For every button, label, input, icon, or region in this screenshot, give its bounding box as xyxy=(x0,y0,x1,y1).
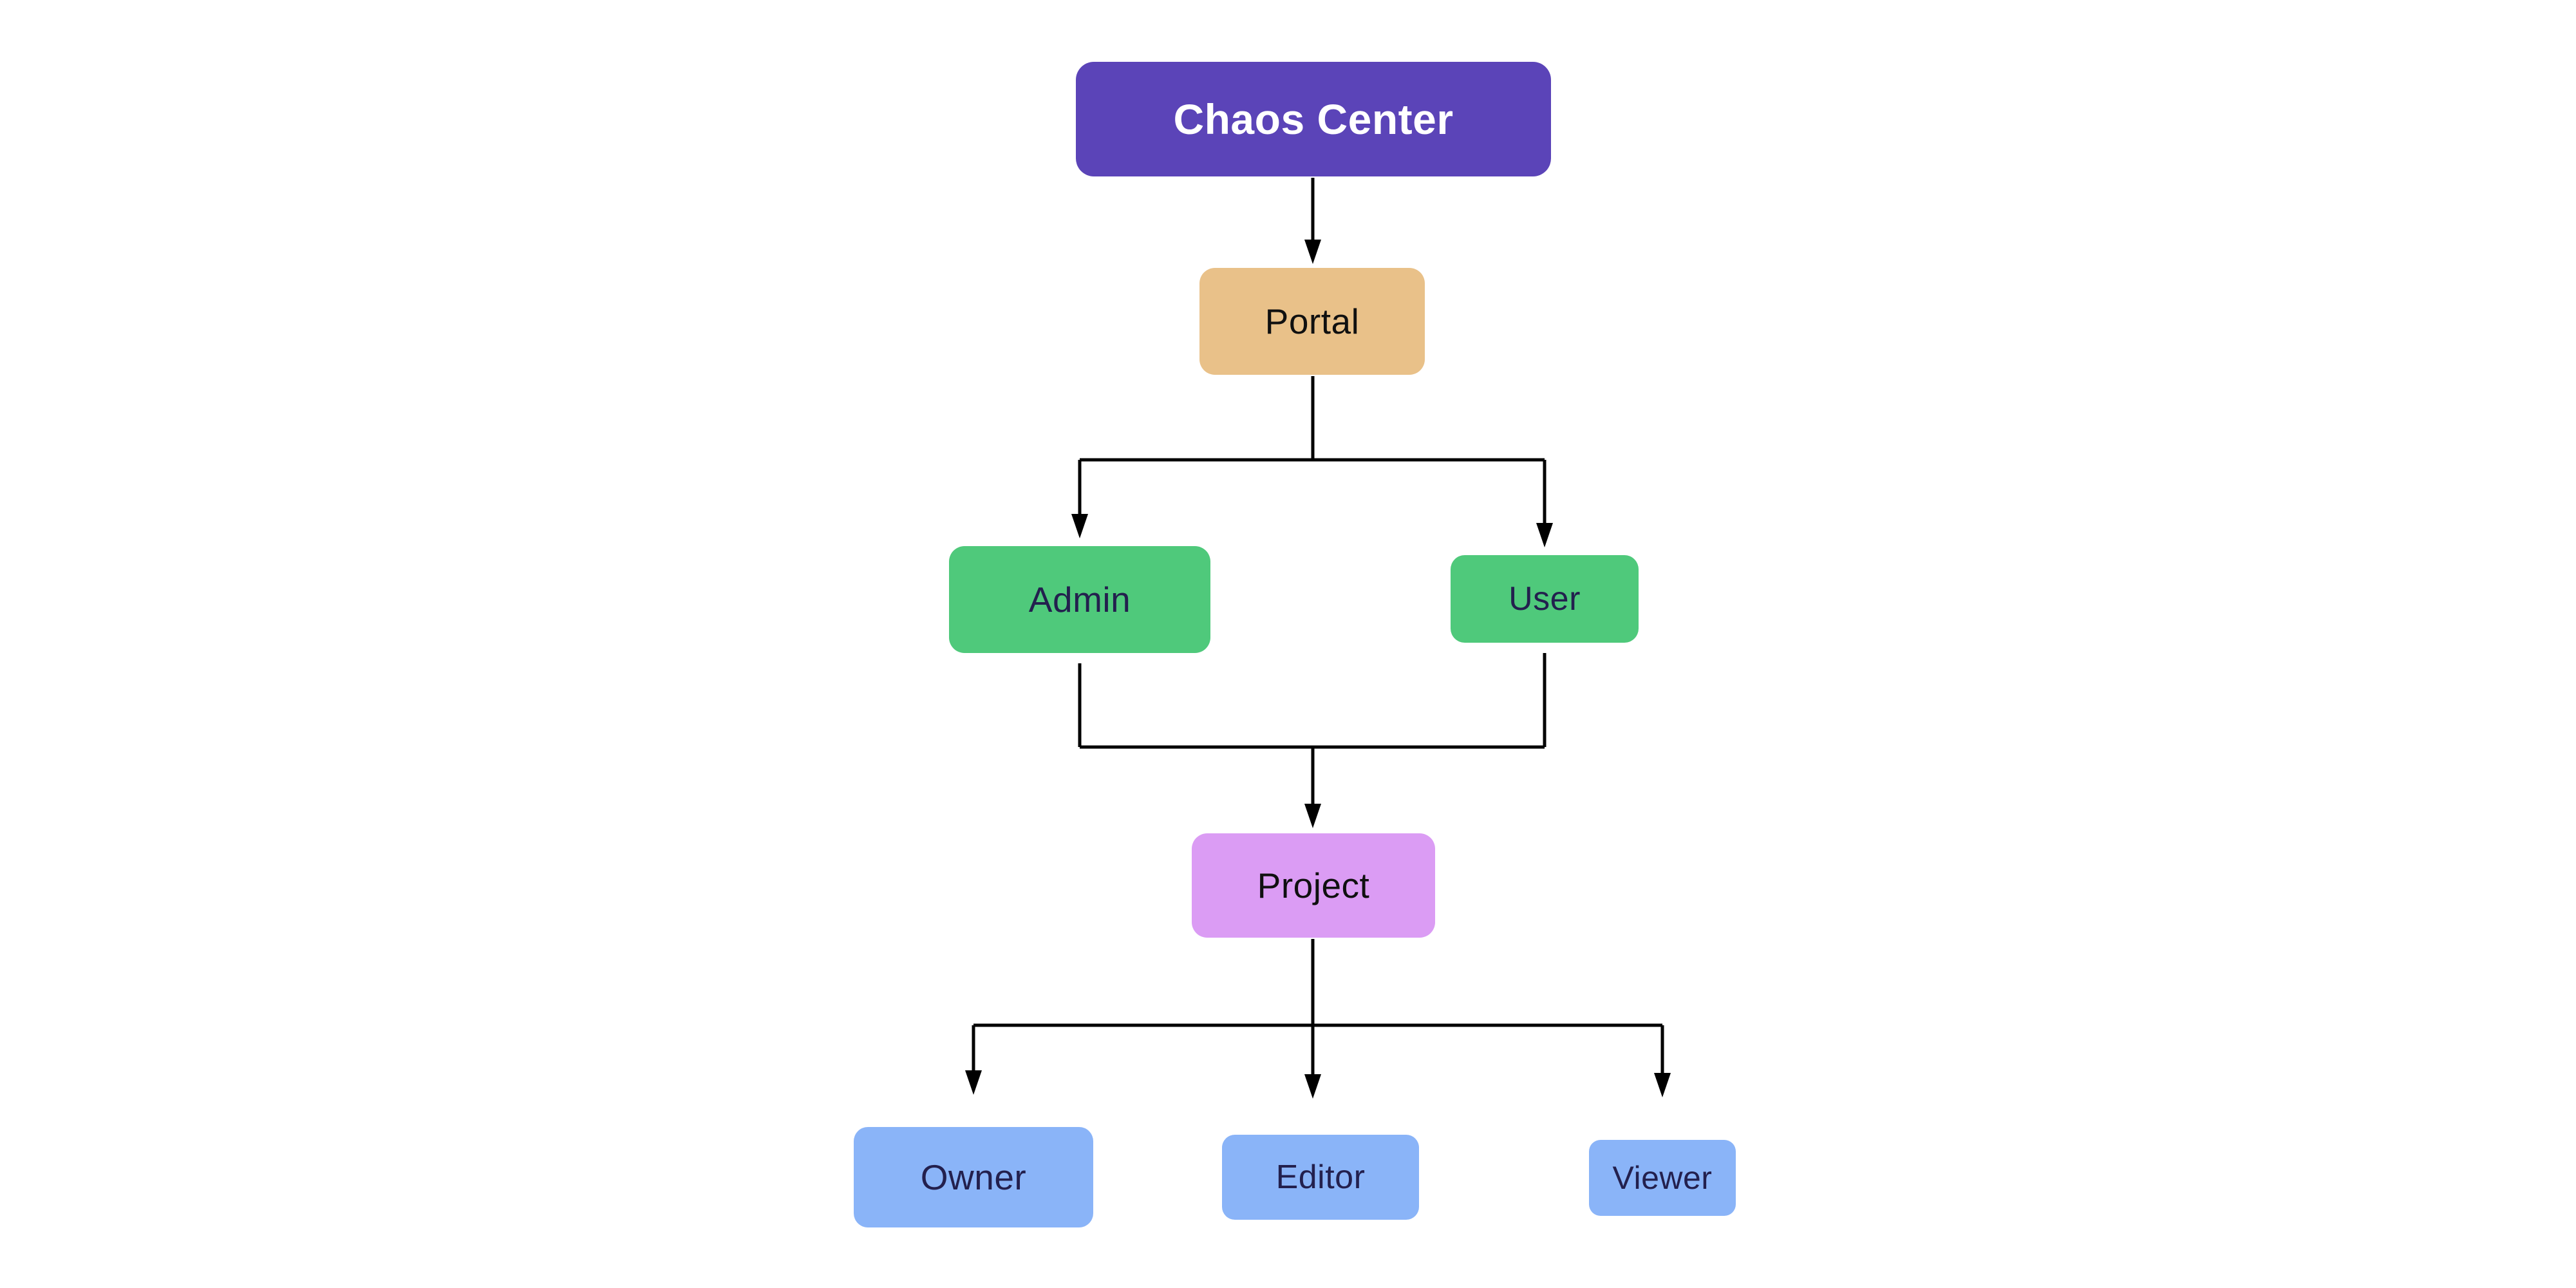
node-user-label: User xyxy=(1509,580,1581,618)
node-project-label: Project xyxy=(1257,866,1370,905)
edge-merge-project xyxy=(1078,653,1547,804)
node-viewer-label: Viewer xyxy=(1612,1160,1713,1196)
arrowhead-editor xyxy=(1304,1074,1321,1099)
arrowhead-admin xyxy=(1071,514,1088,538)
node-portal: Portal xyxy=(1199,268,1425,375)
arrowhead-owner xyxy=(965,1070,982,1095)
node-viewer: Viewer xyxy=(1589,1140,1736,1216)
node-user: User xyxy=(1451,555,1639,643)
node-owner-label: Owner xyxy=(920,1157,1027,1197)
arrowhead-viewer xyxy=(1654,1073,1671,1097)
arrowhead-portal xyxy=(1304,240,1321,264)
node-editor: Editor xyxy=(1222,1135,1419,1220)
edge-portal-branch xyxy=(1078,376,1547,523)
node-chaos-center-label: Chaos Center xyxy=(1173,95,1454,143)
node-admin: Admin xyxy=(949,546,1210,653)
node-editor-label: Editor xyxy=(1275,1159,1366,1196)
node-chaos-center: Chaos Center xyxy=(1076,62,1551,176)
node-portal-label: Portal xyxy=(1264,301,1360,341)
edge-project-branch xyxy=(972,939,1664,1074)
node-owner: Owner xyxy=(854,1127,1093,1227)
arrowhead-user xyxy=(1536,523,1553,547)
arrowhead-project xyxy=(1304,804,1321,828)
node-project: Project xyxy=(1192,833,1435,938)
node-admin-label: Admin xyxy=(1028,580,1131,620)
